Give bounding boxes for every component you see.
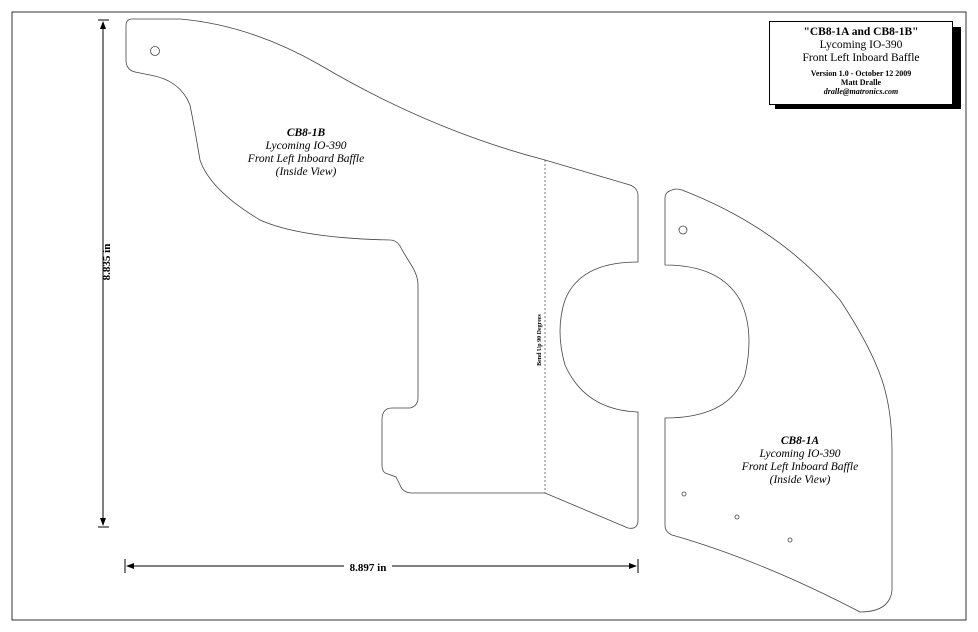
part-cb8-1b-description: Front Left Inboard Baffle [247, 153, 365, 165]
part-cb8-1a-label: CB8-1A Lycoming IO-390 Front Left Inboar… [726, 435, 874, 487]
part-cb8-1b-hole [150, 46, 160, 56]
part-cb8-1b-outline [125, 18, 639, 529]
part-cb8-1a-outline [664, 188, 893, 613]
part-cb8-1b-view: (Inside View) [275, 166, 337, 178]
part-cb8-1b-engine: Lycoming IO-390 [265, 140, 347, 152]
title-block-email: dralle@matronics.com [823, 87, 899, 96]
bend-note: Bend Up 90 Degrees [537, 313, 543, 365]
part-cb8-1a-description: Front Left Inboard Baffle [741, 461, 859, 473]
title-block-version: Version 1.0 - October 12 2009 [810, 69, 912, 78]
part-cb8-1b-label: CB8-1B Lycoming IO-390 Front Left Inboar… [232, 127, 380, 179]
height-dimension-label: 8.835 in [101, 244, 113, 281]
part-cb8-1a-hole-large [678, 225, 688, 235]
width-dimension-label: 8.897 in [350, 562, 387, 574]
part-cb8-1a-hole-small-3 [787, 537, 793, 543]
title-block-part-numbers: "CB8-1A and CB8-1B" [803, 26, 919, 38]
part-cb8-1a-view: (Inside View) [769, 474, 831, 486]
part-cb8-1a-engine: Lycoming IO-390 [759, 448, 841, 460]
title-block-author: Matt Dralle [840, 78, 882, 87]
part-cb8-1b-id: CB8-1B [286, 127, 326, 139]
height-dimension [98, 19, 109, 528]
part-cb8-1a-hole-small-2 [734, 514, 740, 520]
title-block-engine: Lycoming IO-390 [819, 39, 903, 51]
title-block: "CB8-1A and CB8-1B" Lycoming IO-390 Fron… [769, 21, 953, 105]
part-cb8-1a-id: CB8-1A [780, 435, 820, 447]
page-border [11, 11, 967, 621]
part-cb8-1a-hole-small-1 [681, 491, 687, 497]
title-block-description: Front Left Inboard Baffle [802, 52, 920, 64]
